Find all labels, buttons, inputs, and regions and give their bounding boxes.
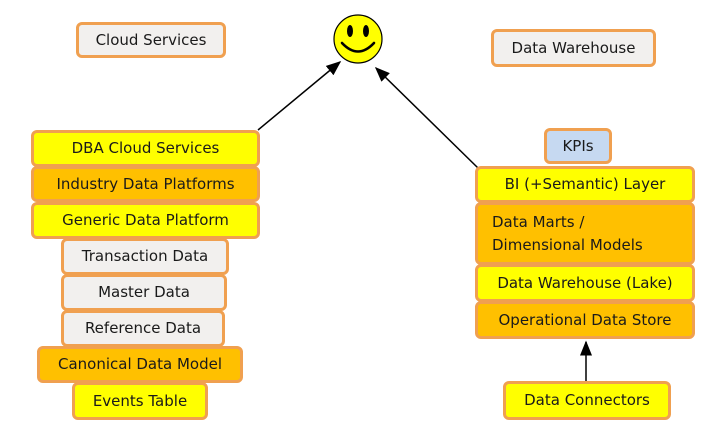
data-marts-line2: Dimensional Models — [492, 235, 643, 254]
operational-data-store-box: Operational Data Store — [475, 301, 695, 339]
kpis-box: KPIs — [544, 128, 612, 164]
data-marts-line1: Data Marts / — [492, 212, 585, 231]
generic-data-platform-box: Generic Data Platform — [31, 202, 260, 239]
canonical-data-model-box: Canonical Data Model — [37, 346, 243, 383]
events-table-box: Events Table — [72, 382, 208, 420]
arrow-right-to-smiley — [374, 66, 479, 169]
master-data-box: Master Data — [61, 274, 227, 311]
data-marts-box: Data Marts / Dimensional Models — [475, 202, 695, 265]
transaction-data-box: Transaction Data — [61, 238, 229, 275]
smiley-face-icon — [333, 14, 383, 64]
data-warehouse-label: Data Warehouse — [491, 29, 656, 67]
bi-semantic-layer-box: BI (+Semantic) Layer — [475, 166, 695, 203]
data-warehouse-lake-box: Data Warehouse (Lake) — [475, 264, 695, 302]
dba-cloud-services-box: DBA Cloud Services — [31, 130, 260, 167]
cloud-services-label: Cloud Services — [76, 22, 226, 58]
reference-data-box: Reference Data — [61, 310, 225, 347]
industry-data-platforms-box: Industry Data Platforms — [31, 166, 260, 202]
data-connectors-box: Data Connectors — [503, 381, 671, 420]
arrow-left-to-smiley — [257, 61, 342, 131]
